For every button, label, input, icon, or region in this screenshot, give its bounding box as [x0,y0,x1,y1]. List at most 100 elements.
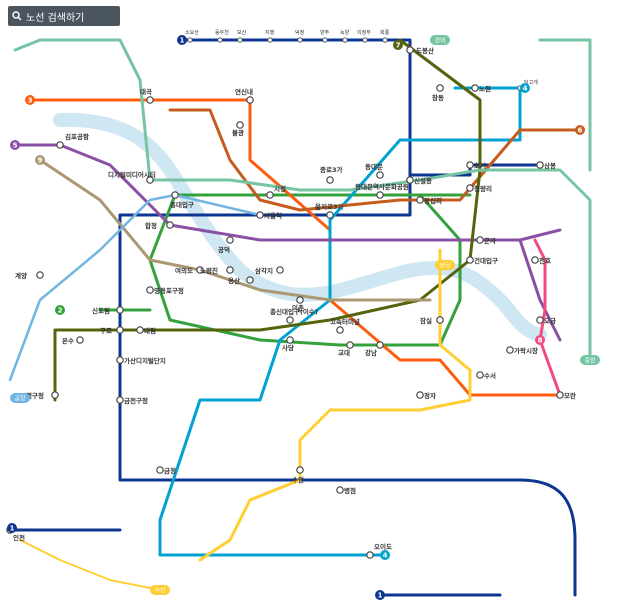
station-seoulyeok[interactable] [256,211,264,219]
svg-text:분당: 분당 [439,262,451,270]
line-badge-line4-south[interactable]: 4 [380,550,390,560]
station-gangnam[interactable] [376,341,384,349]
station-hapjeong[interactable] [166,221,174,229]
station-label-konkuk: 건대입구 [474,256,498,265]
line-badge-line1-incheon[interactable]: 1 [7,523,17,533]
station-digital_media[interactable] [146,176,154,184]
station-bulgwang[interactable] [236,121,244,129]
station-jeongja[interactable] [416,391,424,399]
station-bosan[interactable] [237,37,243,43]
station-euljiro3[interactable] [326,211,334,219]
station-guro[interactable] [116,326,124,334]
station-ogeum[interactable] [536,316,544,324]
station-sindorim[interactable] [116,306,124,314]
station-hoegi[interactable] [466,161,474,169]
line5 [13,143,562,342]
line-badge-line9[interactable]: 9 [35,155,45,165]
station-dongducheon[interactable] [217,37,223,43]
line-tag-suin[interactable]: 수인 [150,585,170,595]
station-label-dongdaemun_history: 동대문역사문화공원 [355,182,409,191]
line-badge-line7[interactable]: 7 [393,40,403,50]
station-label-seoulyeok: 서울역 [264,211,282,220]
line-badge-line1-top[interactable]: 1 [177,35,187,45]
station-geumjeong[interactable] [156,466,164,474]
station-yeouido[interactable] [196,266,204,274]
station-isu[interactable] [286,316,294,324]
station-garak[interactable] [506,346,514,354]
station-suwon[interactable] [296,466,304,474]
station-konkuk[interactable] [466,256,474,264]
station-yangju[interactable] [322,37,328,43]
station-cheongnyangni[interactable] [466,184,474,192]
station-sinseoldong[interactable] [406,176,414,184]
line-tag-bundang[interactable]: 분당 [435,260,455,270]
station-bupyeong[interactable] [51,391,59,399]
station-byeongjeom[interactable] [336,486,344,494]
station-sadang[interactable] [286,336,294,344]
station-nowon[interactable] [471,84,479,92]
line-badge-line6[interactable]: 6 [575,125,585,135]
svg-text:3: 3 [28,97,33,105]
station-dongdaemun_history[interactable] [376,191,384,199]
station-label-garak: 가락시장 [514,346,538,355]
station-oido[interactable] [366,551,374,559]
station-deokjeong[interactable] [297,37,303,43]
station-daegok[interactable] [146,96,154,104]
station-moran[interactable] [556,391,564,399]
station-label-yeongdeungpo: 영등포구청 [154,286,184,295]
station-dobongsan[interactable] [406,46,414,54]
search-icon [8,11,26,21]
line-tag-gyeongui[interactable]: 경의 [430,35,450,45]
station-geumcheon[interactable] [116,396,124,404]
station-ichon[interactable] [296,296,304,304]
station-noryangjin[interactable] [226,266,234,274]
station-cheonho[interactable] [531,256,539,264]
station-label-sadang: 사당 [282,343,294,352]
station-sicheong[interactable] [266,191,274,199]
station-dongdaemun[interactable] [376,171,384,179]
line-tag-jungang[interactable]: 중앙 [580,355,600,365]
station-gasan[interactable] [116,356,124,364]
gyeongui-north [538,38,592,172]
station-gyeyang[interactable] [36,271,44,279]
station-sangbong[interactable] [536,161,544,169]
suin [19,539,161,591]
station-yongsan[interactable] [246,276,254,284]
station-hoeryong[interactable] [382,37,388,43]
line-badge-line1-cheonan[interactable]: 1 [375,590,385,600]
station-gunja[interactable] [476,236,484,244]
station-jamsil[interactable] [436,316,444,324]
line-badge-line8[interactable]: 8 [535,335,545,345]
route-search-button[interactable]: 노선 검색하기 [8,6,120,26]
station-yeongdeungpo[interactable] [146,286,154,294]
station-jihaeng[interactable] [267,37,273,43]
station-onsu[interactable] [76,336,84,344]
svg-text:4: 4 [383,552,388,560]
line-tag-airport[interactable]: 공항 [10,393,30,403]
station-uijeongbu[interactable] [362,37,368,43]
station-label-hoeryong: 회룡 [380,29,390,36]
station-suseo[interactable] [476,371,484,379]
station-nogyang[interactable] [342,37,348,43]
station-wangsimni[interactable] [416,196,424,204]
station-yeonsinnae[interactable] [246,96,254,104]
line-badge-line2[interactable]: 2 [55,305,65,315]
station-changdong[interactable] [436,84,444,92]
line-badge-line4[interactable]: 4 [520,83,530,93]
station-samgakji[interactable] [276,266,284,274]
station-label-dongducheon: 동두천 [215,29,229,36]
station-daerim[interactable] [136,326,144,334]
station-hongdae[interactable] [171,191,179,199]
station-jongno3[interactable] [326,176,334,184]
line-badge-line3[interactable]: 3 [25,95,35,105]
line6 [168,108,582,212]
station-soyosan[interactable] [187,37,193,43]
station-gimpo[interactable] [56,141,64,149]
line-badge-line5[interactable]: 5 [10,140,20,150]
station-label-incheon: 인천 [13,533,25,542]
station-label-byeongjeom: 병점 [344,486,356,495]
station-express_bus[interactable] [336,326,344,334]
station-gongdeok[interactable] [226,236,234,244]
station-gyodae[interactable] [346,341,354,349]
